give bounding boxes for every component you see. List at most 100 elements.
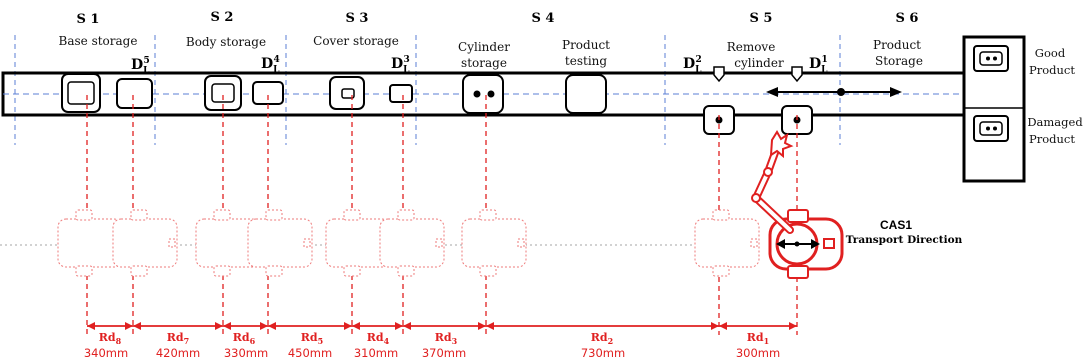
arrow-head <box>260 322 268 330</box>
good-product-line2: Product <box>1029 63 1075 77</box>
arrow-head <box>395 322 403 330</box>
station-s2-name: Body storage <box>186 35 266 49</box>
s5-branch-pallets <box>703 105 813 135</box>
remove-cylinder-line1: Remove <box>727 40 776 54</box>
arrow-head <box>268 322 276 330</box>
ghost-vehicle <box>694 209 760 277</box>
product-testing-line2: testing <box>565 54 607 68</box>
ghost-vehicle <box>247 209 313 277</box>
sensor-d2-marker <box>713 66 725 83</box>
cylinder-dot <box>487 90 495 98</box>
ghost-vehicles <box>57 209 760 277</box>
sensor-d3-label: DL3 <box>391 55 410 75</box>
damaged-product-line2: Product <box>1029 132 1075 146</box>
sensor-labels: DL5 DL4 DL3 DL2 DL1 <box>131 55 828 76</box>
sensor-d2-label: DL2 <box>683 55 702 75</box>
pallet-body-sensor <box>252 81 284 105</box>
vehicle-wheel-bottom <box>787 265 809 279</box>
station-s1-label: S 1 <box>77 12 100 27</box>
rd4-value: 310mm <box>354 346 398 360</box>
distance-labels: Rd8 340mm Rd7 420mm Rd6 330mm Rd5 450mm … <box>84 331 780 360</box>
arrow-head <box>403 322 411 330</box>
cylinder-storage-line1: Cylinder <box>458 40 510 54</box>
rd5-value: 450mm <box>288 346 332 360</box>
sensor-d4-label: DL4 <box>261 55 280 75</box>
rd7-value: 420mm <box>156 346 200 360</box>
damaged-product-slot <box>979 121 1003 136</box>
product-storage-line2: Storage <box>875 54 923 68</box>
arrow-head-left <box>766 87 778 97</box>
cas1-title: CAS1 <box>880 218 912 232</box>
cylinder-storage-line2: storage <box>461 56 507 70</box>
rd3-value: 370mm <box>422 346 466 360</box>
arrow-head <box>478 322 486 330</box>
active-vehicle <box>751 130 844 279</box>
pallet-product-testing <box>565 74 607 114</box>
sensor-markers <box>713 66 803 83</box>
station-headers: S 1 S 2 S 3 S 4 S 5 S 6 Base storage Bod… <box>59 10 923 70</box>
station-s3-name: Cover storage <box>313 34 399 48</box>
pallet-body-part <box>211 83 235 103</box>
rd7-label: Rd7 <box>167 331 189 346</box>
arrow-head <box>711 322 719 330</box>
arrow-head <box>215 322 223 330</box>
arrow-head <box>352 322 360 330</box>
good-product-dot <box>986 56 990 61</box>
product-testing-line1: Product <box>562 38 610 52</box>
robot-joint <box>751 193 761 203</box>
rd8-value: 340mm <box>84 346 128 360</box>
pallet-base-part <box>67 81 95 105</box>
distance-arrows <box>87 322 797 330</box>
station-s6-label: S 6 <box>896 11 919 26</box>
pallet-base-sensor <box>116 78 153 109</box>
rd8-label: Rd8 <box>99 331 122 346</box>
arrow-head <box>223 322 231 330</box>
robot-arm-inner <box>754 148 792 232</box>
arrow-pivot <box>837 88 845 96</box>
rd2-label: Rd2 <box>591 331 613 346</box>
remove-cylinder-line2: cylinder <box>734 56 784 70</box>
station-s3-label: S 3 <box>346 11 369 26</box>
arrow-head <box>133 322 141 330</box>
conveyor-direction-arrow <box>766 87 902 97</box>
pallet-cover-sensor <box>389 84 413 103</box>
rd5-label: Rd5 <box>301 331 323 346</box>
robot-gripper <box>769 130 794 159</box>
damaged-product-dot <box>986 126 990 131</box>
rd4-label: Rd4 <box>367 331 390 346</box>
damaged-product-dot <box>993 126 997 131</box>
sensor-d1-marker <box>791 66 803 83</box>
pallet-cylinder-storage <box>462 74 504 114</box>
vehicle-arrow-pivot <box>794 241 800 247</box>
robot-joint <box>763 167 773 177</box>
pallet-cover-part <box>341 88 355 99</box>
vehicle-arrow-left <box>776 239 785 249</box>
good-product-line1: Good <box>1035 46 1066 60</box>
sensor-d5-label: DL5 <box>131 56 150 76</box>
rd2-value: 730mm <box>581 346 625 360</box>
arrow-head-right <box>890 87 902 97</box>
ghost-vehicle <box>461 209 527 277</box>
rd6-value: 330mm <box>224 346 268 360</box>
output-bins: Good Product Damaged Product <box>962 35 1083 183</box>
ghost-vehicle <box>379 209 445 277</box>
rd3-label: Rd3 <box>435 331 458 346</box>
arrow-head <box>719 322 727 330</box>
cylinder-dot <box>473 90 481 98</box>
station-s5-label: S 5 <box>750 11 773 26</box>
pallets <box>61 73 607 114</box>
product-storage-line1: Product <box>873 38 921 52</box>
rd1-value: 300mm <box>736 346 780 360</box>
arrow-head <box>87 322 95 330</box>
good-product-slot <box>979 51 1003 66</box>
arrow-head <box>789 322 797 330</box>
vehicle-arrow-right <box>811 239 820 249</box>
cas1-transport-direction: Transport Direction <box>846 234 963 246</box>
vehicle-wheel-top <box>787 209 809 223</box>
sensor-d1-label: DL1 <box>809 55 828 75</box>
arrow-head <box>344 322 352 330</box>
reference-lines <box>86 95 798 335</box>
ghost-vehicle <box>112 209 178 277</box>
